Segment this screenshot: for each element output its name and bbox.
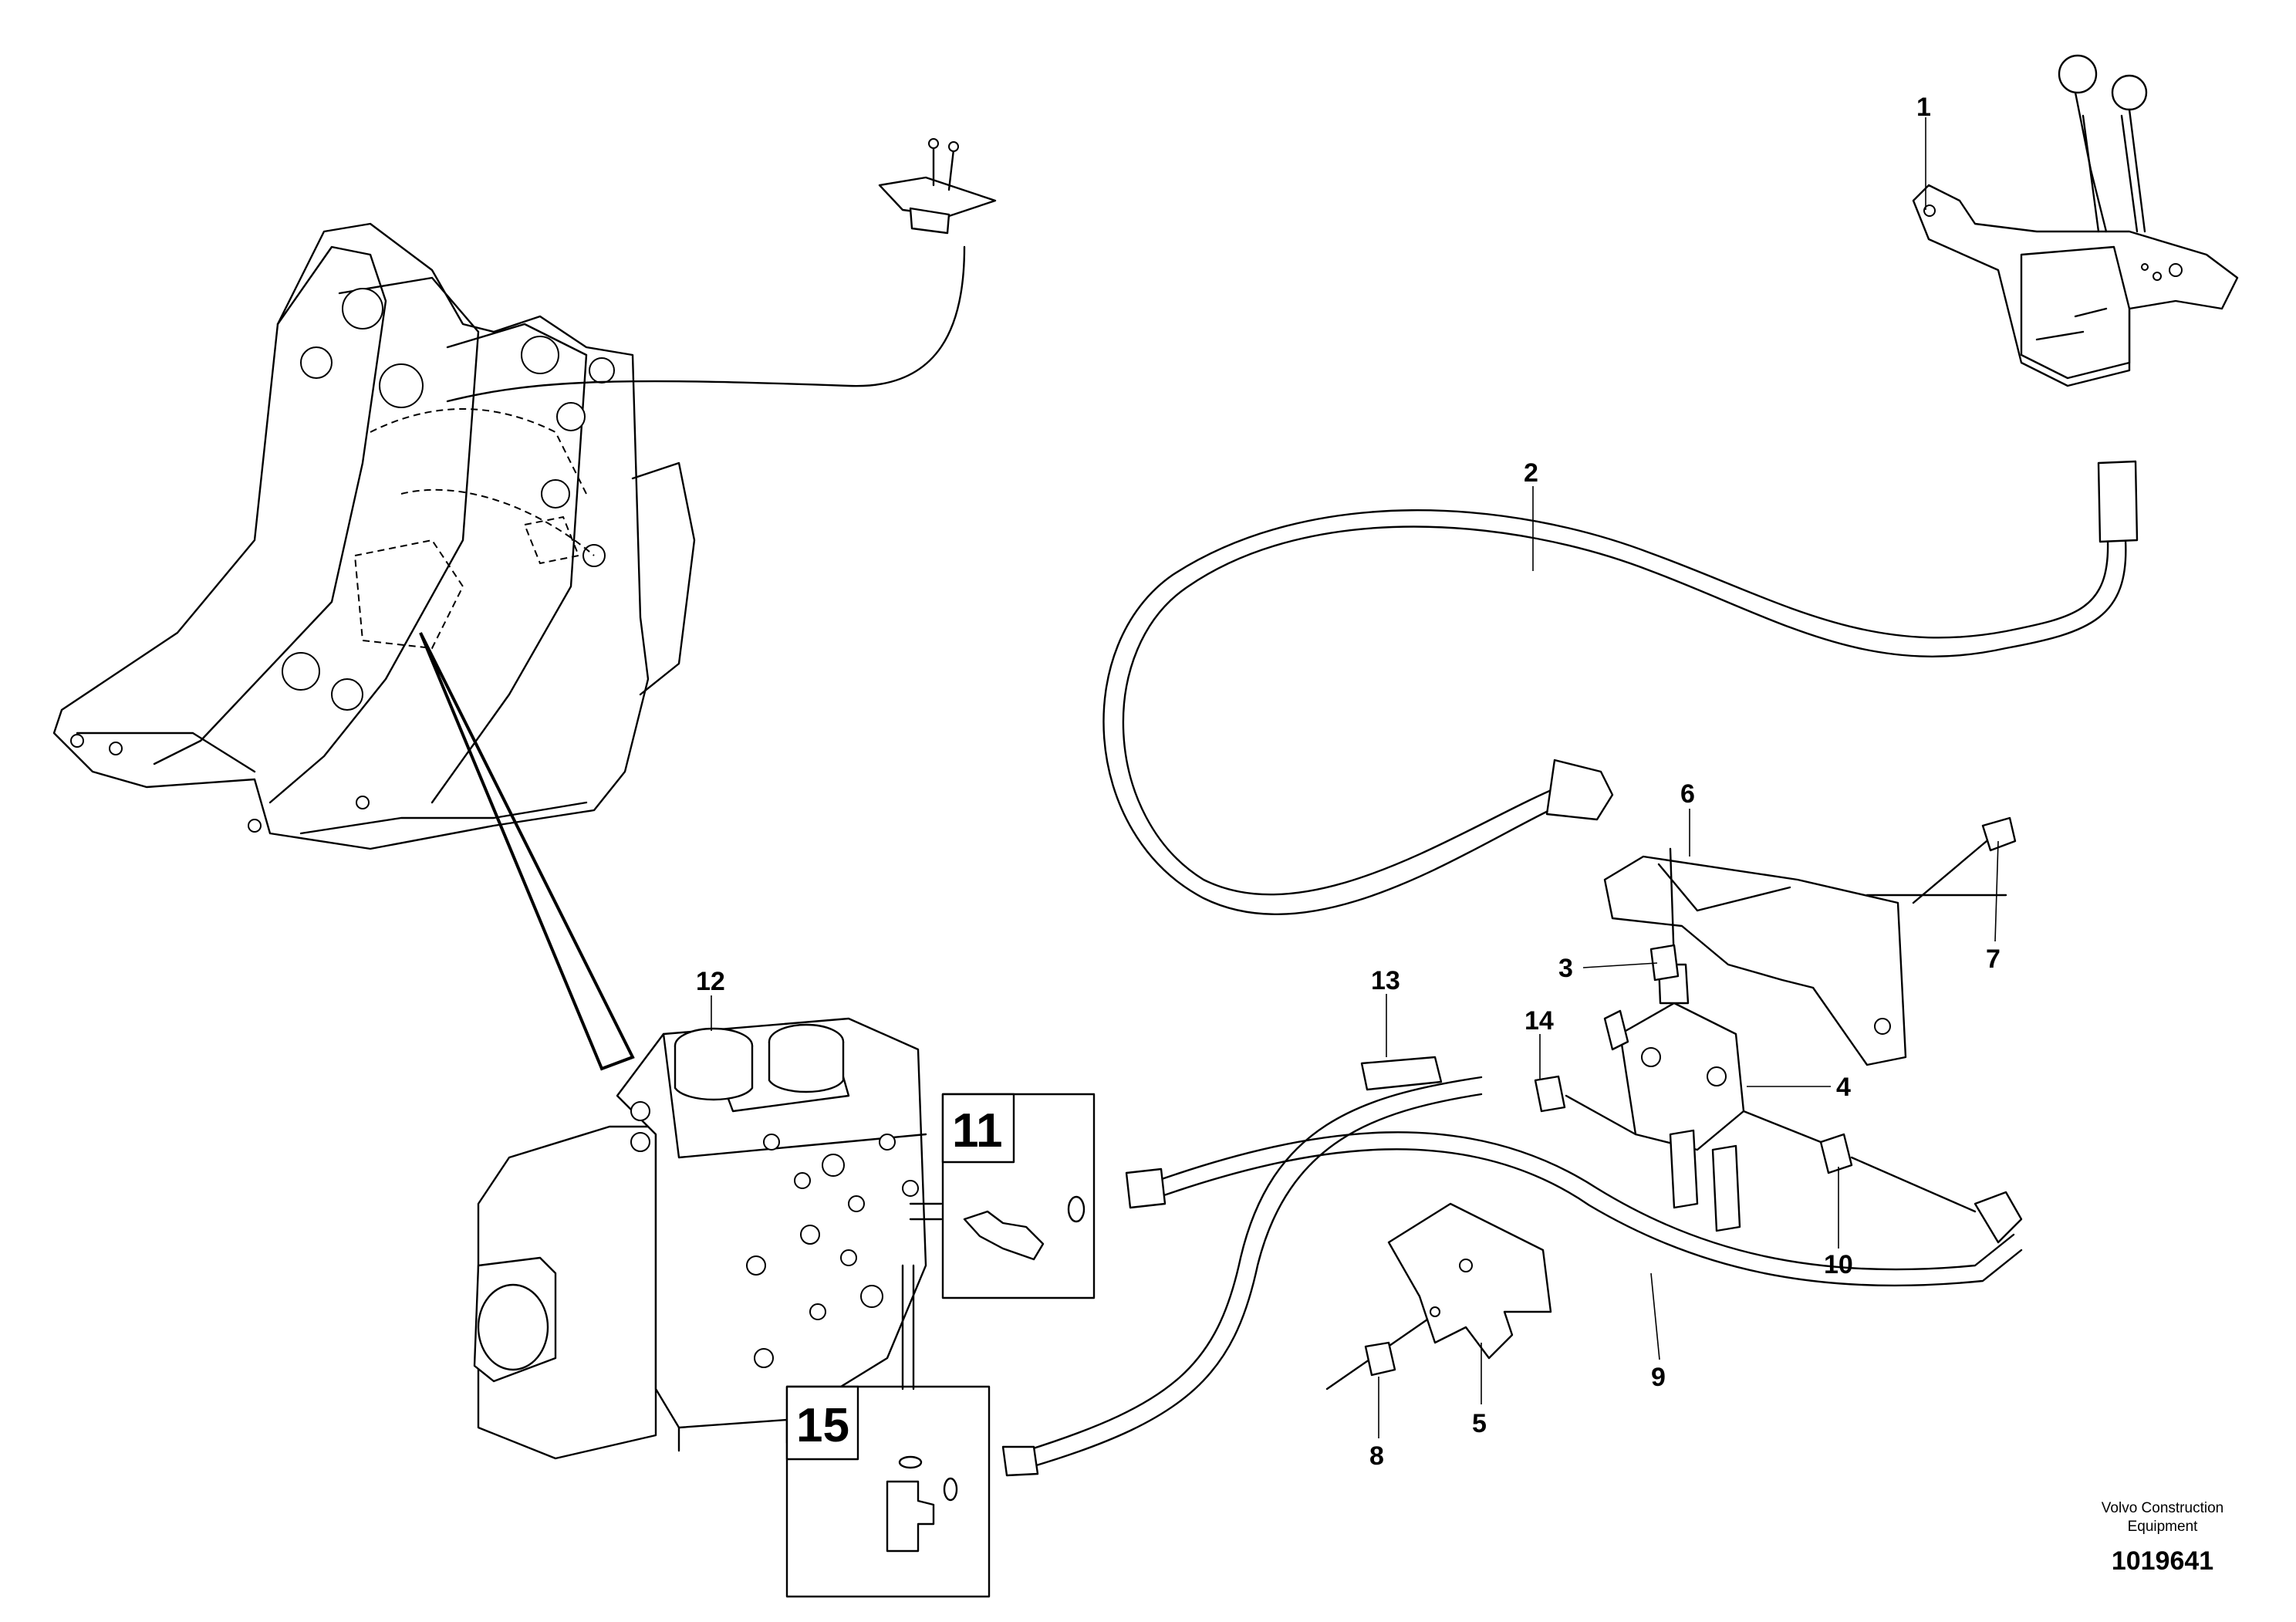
joystick-control-unit [1912, 54, 2239, 387]
bolt-7 [1912, 816, 2017, 904]
control-valve-block [473, 1017, 927, 1460]
loader-frame-drawing [52, 138, 997, 850]
callout-1: 1 [1916, 93, 1931, 122]
callout-13: 13 [1371, 966, 1400, 995]
leader-lines [711, 117, 1999, 1438]
detail-box-11: 11 [941, 1093, 1096, 1299]
document-number: 1019641 [2112, 1546, 2213, 1576]
mounting-plate-5 [1387, 1202, 1552, 1360]
nut-8 [1325, 1318, 1429, 1391]
hose-9 [1125, 1131, 2023, 1287]
fitting-3 [1649, 944, 1680, 982]
credit-line-2: Equipment [2128, 1519, 2199, 1535]
credit-line-1: Volvo Construction [2102, 1500, 2223, 1516]
callout-7: 7 [1986, 944, 2001, 974]
callout-12: 12 [696, 967, 725, 996]
detail-box-15-label: 15 [796, 1399, 849, 1452]
detail-box-15: 15 [785, 1385, 991, 1598]
callout-8: 8 [1369, 1441, 1384, 1471]
callout-10: 10 [1824, 1250, 1853, 1279]
callout-6: 6 [1680, 779, 1695, 809]
hose-13 [1001, 1056, 1483, 1477]
callout-14: 14 [1524, 1006, 1554, 1036]
detail-pointer-wedge [419, 632, 635, 1071]
callout-2: 2 [1524, 458, 1538, 488]
fitting-14 [1534, 1075, 1637, 1136]
fitting-10 [1742, 1110, 1977, 1213]
callout-5: 5 [1472, 1409, 1487, 1438]
detail-box-11-label: 11 [952, 1104, 1003, 1157]
callout-3: 3 [1558, 954, 1573, 983]
callout-9: 9 [1651, 1363, 1666, 1392]
hose-2 [1102, 460, 2139, 915]
callout-4: 4 [1836, 1073, 1851, 1102]
